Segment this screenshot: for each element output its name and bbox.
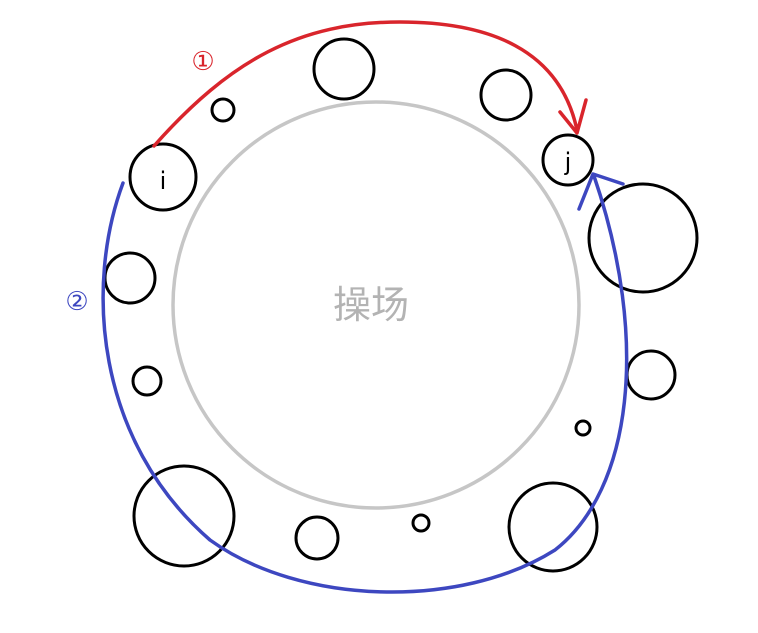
path-2-marker: ② [65, 287, 88, 317]
path-1-line [152, 20, 579, 148]
node-circle [103, 251, 157, 305]
node-circle [294, 515, 340, 561]
node-circle [132, 464, 236, 568]
node-i-label: i [160, 167, 167, 195]
node-j-circle [541, 133, 595, 187]
node-circle [479, 68, 533, 122]
node-circle [574, 419, 592, 437]
path-1-marker: ① [191, 47, 214, 77]
node-circle [411, 513, 431, 533]
node-circle [312, 37, 376, 101]
node-j-label: j [564, 148, 572, 176]
path-2-arrowhead [577, 172, 625, 211]
playground-label: 操场 [333, 283, 409, 327]
node-circle [507, 481, 599, 573]
node-circles [103, 37, 699, 573]
node-circle [210, 97, 236, 123]
node-i-circle [128, 142, 198, 212]
node-circle [131, 365, 163, 397]
playground-circle [171, 100, 581, 510]
path-1-arrowhead [558, 98, 588, 135]
path-2-line [101, 174, 629, 594]
node-circle [625, 349, 677, 401]
node-circle [587, 182, 699, 294]
